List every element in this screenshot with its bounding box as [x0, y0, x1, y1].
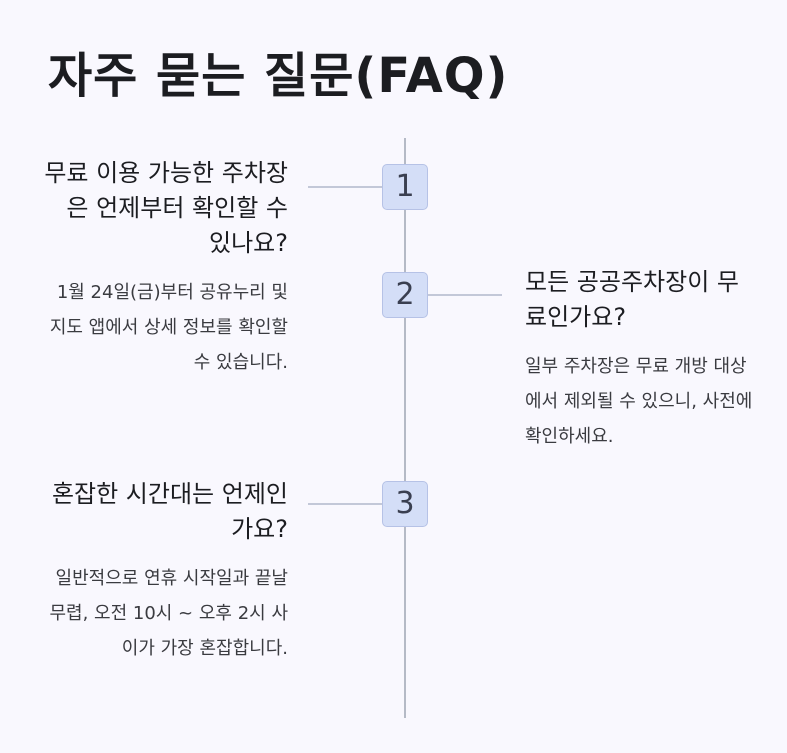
faq-question-1: 무료 이용 가능한 주차장은 언제부터 확인할 수 있나요?: [44, 159, 288, 257]
page-title: 자주 묻는 질문(FAQ): [48, 48, 509, 104]
timeline-line: [404, 138, 406, 718]
faq-item-2: 모든 공공주차장이 무료인가요? 일부 주차장은 무료 개방 대상에서 제외될 …: [525, 265, 755, 454]
connector-2: [428, 294, 502, 296]
faq-answer-2: 일부 주차장은 무료 개방 대상에서 제외될 수 있으니, 사전에 확인하세요.: [525, 356, 753, 447]
connector-1: [308, 186, 382, 188]
faq-question-3: 혼잡한 시간대는 언제인가요?: [51, 480, 288, 543]
connector-3: [308, 503, 382, 505]
faq-answer-1: 1월 24일(금)부터 공유누리 및 지도 앱에서 상세 정보를 확인할 수 있…: [49, 282, 288, 373]
step-badge-1: 1: [382, 164, 428, 210]
faq-question-2: 모든 공공주차장이 무료인가요?: [525, 268, 739, 331]
step-badge-3: 3: [382, 481, 428, 527]
faq-answer-3: 일반적으로 연휴 시작일과 끝날 무렵, 오전 10시 ~ 오후 2시 사이가 …: [49, 568, 288, 659]
faq-item-3: 혼잡한 시간대는 언제인가요? 일반적으로 연휴 시작일과 끝날 무렵, 오전 …: [42, 477, 288, 666]
faq-item-1: 무료 이용 가능한 주차장은 언제부터 확인할 수 있나요? 1월 24일(금)…: [42, 156, 288, 380]
step-badge-2: 2: [382, 272, 428, 318]
